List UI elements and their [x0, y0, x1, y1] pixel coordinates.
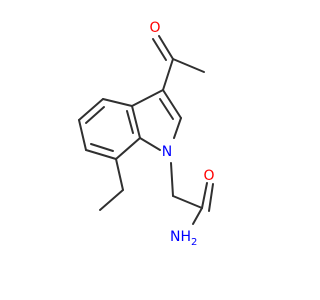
bond-acetyl-c-o — [158, 35, 174, 60]
bond-amide-c-n — [192, 207, 203, 225]
bond-c7a-c3a — [131, 105, 141, 139]
bond-acetyl-methyl — [172, 58, 205, 73]
atom-nh2-subscript: 2 — [191, 237, 197, 248]
atom-n-ring: N — [162, 144, 172, 160]
atom-o-acetyl: O — [149, 20, 160, 36]
bond-amide-c-o-double — [208, 183, 214, 212]
bond-c3a-c4 — [102, 98, 133, 107]
bond-c4-c5 — [78, 98, 104, 121]
bond-group — [78, 35, 214, 225]
bond-amide-c-o — [201, 182, 208, 209]
bond-c3-acetyl-c — [162, 58, 174, 91]
atom-nh2-amide: NH2 — [170, 229, 197, 248]
bond-acetyl-c-o-double — [152, 38, 167, 61]
bond-c6-c7-inner — [90, 143, 114, 152]
bond-ethyl-ch3 — [99, 189, 124, 211]
bond-c4-c5-inner — [85, 106, 105, 124]
bond-c3a-c3 — [131, 89, 164, 107]
molecule-canvas: O O N NH2 — [78, 20, 215, 248]
bond-c3-c2-inner — [159, 98, 174, 120]
bond-c7-c7a — [115, 137, 141, 160]
bond-c5-c6 — [78, 119, 87, 151]
bond-c2-n1 — [173, 117, 182, 139]
bond-c6-c7 — [85, 149, 117, 160]
bond-c7a-c3a-inner — [126, 110, 134, 134]
bond-n1-c7a — [139, 137, 161, 151]
bond-c3-c2 — [162, 89, 182, 119]
bond-ch2-amide-c — [172, 195, 203, 209]
atom-labels: O O N NH2 — [149, 20, 214, 248]
bond-n1-ch2 — [170, 162, 174, 197]
bond-c7-ethyl-ch2 — [115, 158, 124, 191]
atom-o-amide: O — [203, 168, 214, 184]
molecule-structure: O O N NH2 — [78, 20, 215, 248]
atom-nh2-main: NH — [170, 229, 191, 245]
